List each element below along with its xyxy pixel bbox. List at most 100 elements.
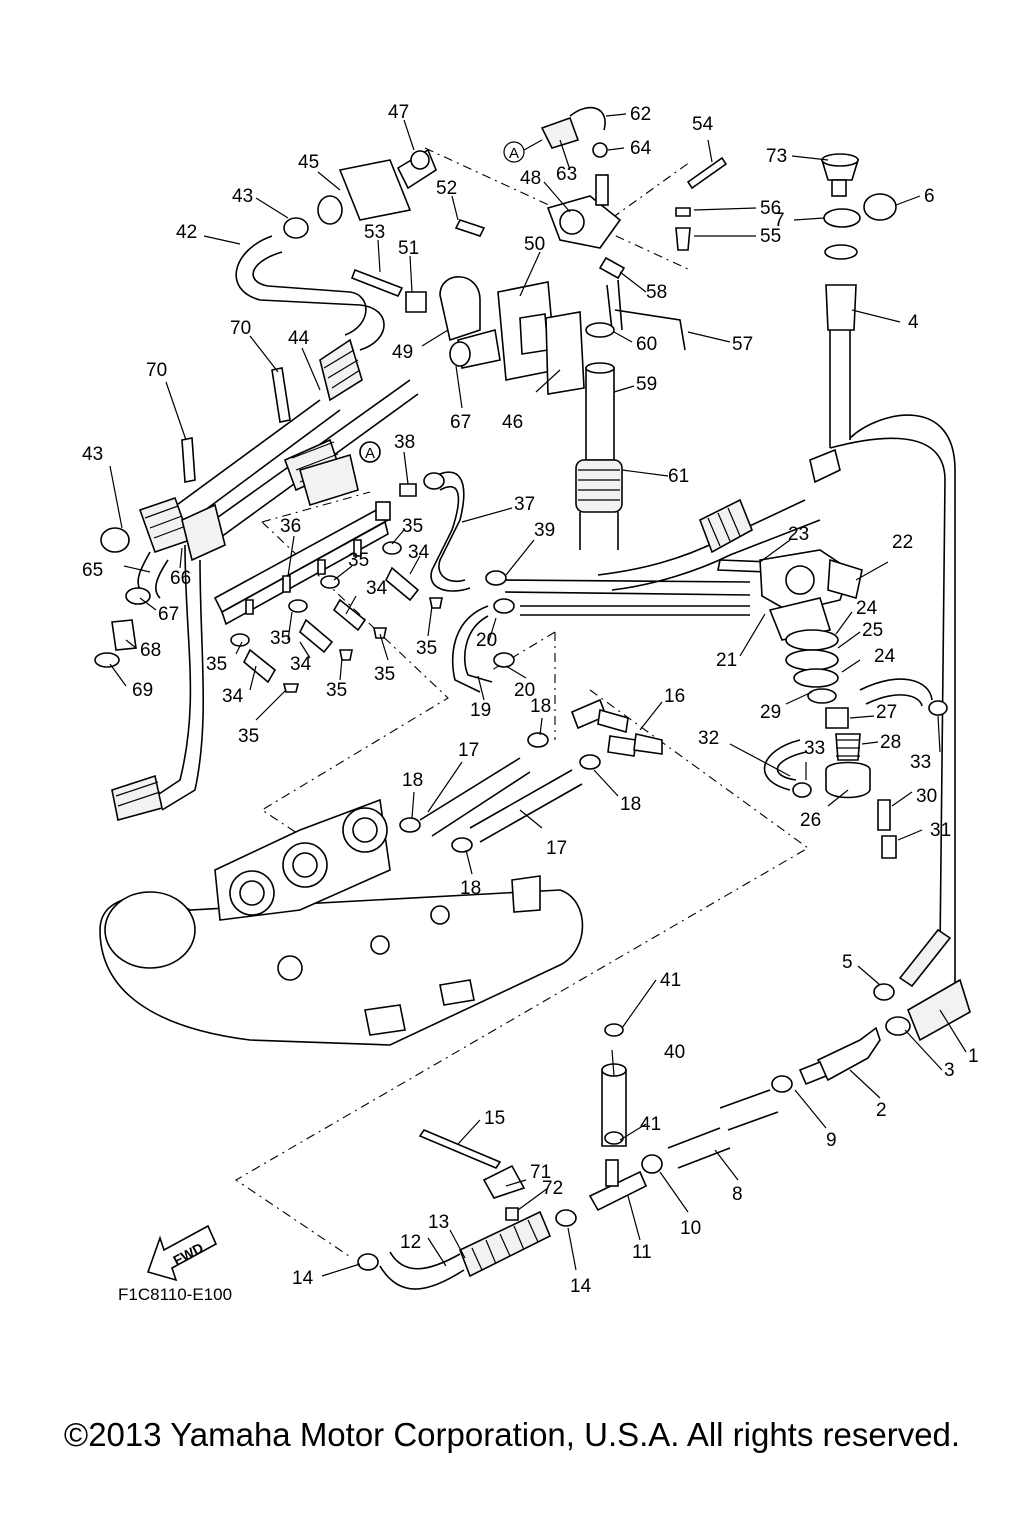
left-hose-assembly [94,217,419,821]
callout-18a: 18 [402,770,423,791]
callout-10: 10 [680,1218,701,1239]
callout-34a: 34 [408,542,430,563]
callout-64: 64 [630,138,652,159]
callout-35h: 35 [238,726,259,747]
callout-51: 51 [398,238,419,259]
callout-68: 68 [140,640,161,661]
callout-11: 11 [632,1242,652,1263]
callout-3: 3 [944,1060,955,1081]
callout-20b: 20 [514,680,535,701]
callout-25: 25 [862,620,883,641]
valve-bracket-assembly [317,106,728,395]
figure-code: F1C8110-E100 [118,1285,232,1304]
callout-6: 6 [924,186,935,207]
callout-58: 58 [646,282,667,303]
callout-43a: 43 [232,186,253,207]
callout-73: 73 [766,146,787,167]
callout-21: 21 [716,650,737,671]
callout-4: 4 [908,312,919,333]
callout-40: 40 [664,1042,685,1063]
filler-neck-assembly [820,153,897,448]
callout-22: 22 [892,532,913,553]
callout-18d: 18 [530,696,551,717]
callout-71: 71 [530,1162,551,1183]
callout-43b: 43 [82,444,103,465]
callout-34b: 34 [366,578,388,599]
callout-18c: 18 [460,878,481,899]
callout-30: 30 [916,786,937,807]
callout-39: 39 [534,520,555,541]
callout-70a: 70 [230,318,251,339]
callout-19: 19 [470,700,491,721]
callout-20a: 20 [476,630,497,651]
ref-marker-a-top: A [503,139,543,163]
callout-12: 12 [400,1232,421,1253]
callout-24b: 24 [874,646,896,667]
leader-lines [109,113,967,1277]
ref-marker-a-top-label: A [509,145,519,162]
ref-marker-a-left-label: A [365,445,375,462]
callout-69: 69 [132,680,153,701]
callout-38: 38 [394,432,415,453]
fuel-rail-assembly [213,471,751,693]
callout-62: 62 [630,104,651,125]
callout-33b: 33 [910,752,931,773]
callout-28: 28 [880,732,901,753]
callout-14a: 14 [292,1268,314,1289]
callout-41a: 41 [660,970,681,991]
assembly-boundary-lines [234,147,810,1259]
callout-54: 54 [692,114,714,135]
callout-35a: 35 [402,516,423,537]
callout-14b: 14 [570,1276,592,1297]
ref-marker-a-left: A [359,441,381,463]
callout-1: 1 [968,1046,979,1067]
callout-35f: 35 [374,664,395,685]
fwd-arrow-icon: FWD [146,1224,218,1282]
callout-66: 66 [170,568,191,589]
callout-13: 13 [428,1212,449,1233]
callout-32: 32 [698,728,719,749]
callout-67a: 67 [158,604,179,625]
callout-65: 65 [82,560,103,581]
callout-52: 52 [436,178,457,199]
callout-61: 61 [668,466,689,487]
fuel-vent-hose [829,414,956,1000]
lower-fuel-line-assembly [357,978,971,1290]
cooling-hose-assembly [575,279,841,591]
callout-57: 57 [732,334,753,355]
callout-34d: 34 [222,686,244,707]
pressure-valve-assembly [717,549,948,859]
callout-15: 15 [484,1108,505,1129]
callout-26: 26 [800,810,821,831]
callout-24a: 24 [856,598,878,619]
callout-72: 72 [542,1178,563,1199]
callout-41b: 41 [640,1114,661,1135]
callout-35g: 35 [326,680,347,701]
copyright-notice: ©2013 Yamaha Motor Corporation, U.S.A. A… [63,1416,961,1453]
callout-56: 56 [760,198,781,219]
callout-35c: 35 [270,628,291,649]
callout-18b: 18 [620,794,641,815]
callout-44: 44 [288,328,310,349]
callout-63: 63 [556,164,577,185]
callout-59: 59 [636,374,657,395]
callout-53: 53 [364,222,385,243]
callout-55: 55 [760,226,781,247]
callout-46: 46 [502,412,523,433]
callout-7: 7 [774,210,785,231]
callout-29: 29 [760,702,781,723]
callout-37: 37 [514,494,535,515]
callout-35b: 35 [348,550,369,571]
water-hose-assembly [399,698,663,853]
callout-8: 8 [732,1184,743,1205]
callout-49: 49 [392,342,413,363]
callout-70b: 70 [146,360,167,381]
exhaust-manifold [99,798,584,1046]
callout-2: 2 [876,1100,887,1121]
callout-labels: 1 2 3 4 5 6 7 8 9 10 11 12 13 14 14 15 1… [82,102,979,1297]
callout-50: 50 [524,234,545,255]
callout-17b: 17 [546,838,567,859]
callout-42: 42 [176,222,197,243]
callout-31: 31 [930,820,951,841]
callout-48: 48 [520,168,541,189]
